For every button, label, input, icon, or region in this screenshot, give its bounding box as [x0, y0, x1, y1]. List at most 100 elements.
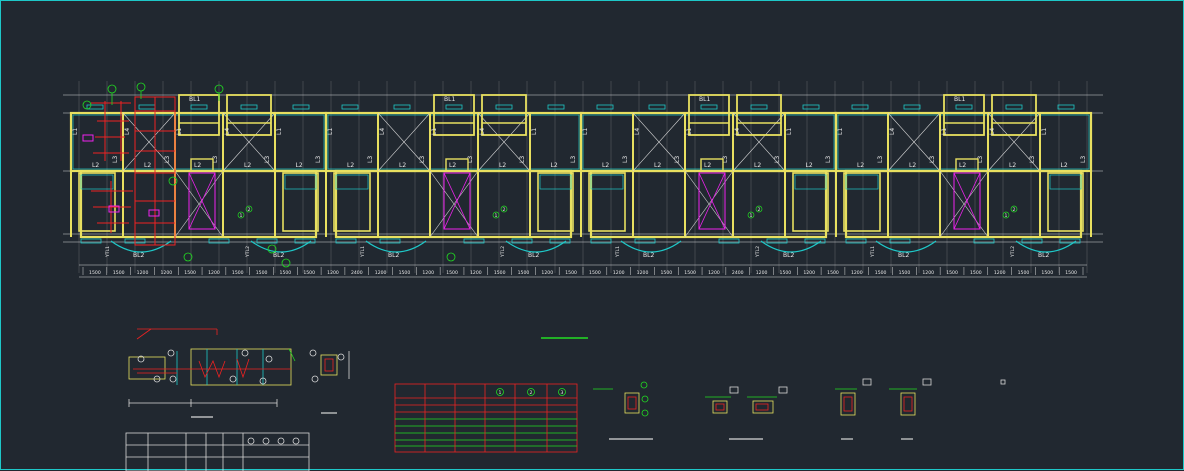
- svg-text:L3: L3: [929, 156, 936, 163]
- dimension-label: 1500: [780, 270, 792, 276]
- svg-text:L1: L1: [176, 128, 183, 135]
- svg-text:L3: L3: [519, 156, 526, 163]
- svg-text:L1: L1: [786, 128, 793, 135]
- dimension-label: 1200: [160, 270, 172, 276]
- dimension-label: 1200: [375, 270, 387, 276]
- dimension-label: 1200: [922, 270, 934, 276]
- svg-text:BL2: BL2: [388, 252, 399, 259]
- svg-text:L2: L2: [602, 162, 609, 169]
- svg-text:L1: L1: [686, 128, 693, 135]
- svg-text:BL1: BL1: [954, 96, 965, 103]
- svg-text:L3: L3: [164, 156, 171, 163]
- svg-text:YTL2: YTL2: [245, 246, 251, 258]
- small-details: [593, 378, 1006, 440]
- svg-text:BL2: BL2: [898, 252, 909, 259]
- svg-text:L2: L2: [857, 162, 864, 169]
- title-block: [125, 432, 310, 471]
- svg-text:L3: L3: [774, 156, 781, 163]
- svg-text:2: 2: [758, 207, 761, 213]
- svg-text:BL1: BL1: [444, 96, 455, 103]
- dimension-label: 1200: [327, 270, 339, 276]
- svg-text:L3: L3: [977, 156, 984, 163]
- svg-text:L1: L1: [1041, 128, 1048, 135]
- svg-text:BL2: BL2: [528, 252, 539, 259]
- dimension-label: 1500: [89, 270, 101, 276]
- svg-text:YTL2: YTL2: [755, 246, 761, 258]
- dimension-label: 1200: [756, 270, 768, 276]
- column-detail-b: [309, 349, 350, 414]
- svg-text:L4: L4: [479, 128, 486, 135]
- dimension-label: 1500: [280, 270, 292, 276]
- svg-text:L1: L1: [531, 128, 538, 135]
- svg-text:L3: L3: [825, 156, 832, 163]
- svg-text:L2: L2: [909, 162, 916, 169]
- svg-text:2: 2: [1013, 207, 1016, 213]
- svg-text:L4: L4: [224, 128, 231, 135]
- svg-text:L4: L4: [124, 128, 131, 135]
- dimension-label: 1200: [208, 270, 220, 276]
- svg-text:L3: L3: [570, 156, 577, 163]
- dimension-label: 1200: [803, 270, 815, 276]
- dimension-label: 1500: [970, 270, 982, 276]
- svg-text:L2: L2: [704, 162, 711, 169]
- svg-text:BL1: BL1: [189, 96, 200, 103]
- svg-text:2: 2: [503, 207, 506, 213]
- svg-text:L1: L1: [582, 128, 589, 135]
- svg-text:L4: L4: [734, 128, 741, 135]
- svg-text:1: 1: [240, 213, 243, 219]
- svg-text:L2: L2: [194, 162, 201, 169]
- svg-text:L3: L3: [1080, 156, 1087, 163]
- svg-text:L2: L2: [654, 162, 661, 169]
- svg-text:L3: L3: [212, 156, 219, 163]
- svg-text:BL2: BL2: [133, 252, 144, 259]
- svg-text:L1: L1: [431, 128, 438, 135]
- table-head-3: 3: [561, 390, 564, 396]
- dimension-label: 1200: [708, 270, 720, 276]
- svg-text:L3: L3: [315, 156, 322, 163]
- dimension-label: 1500: [660, 270, 672, 276]
- dimension-label: 1200: [541, 270, 553, 276]
- svg-text:L3: L3: [264, 156, 271, 163]
- svg-text:YTL2: YTL2: [500, 246, 506, 258]
- dimension-label: 1500: [494, 270, 506, 276]
- dimension-label: 1500: [518, 270, 530, 276]
- dimension-label: 1500: [827, 270, 839, 276]
- svg-text:L1: L1: [941, 128, 948, 135]
- svg-text:L1: L1: [837, 128, 844, 135]
- svg-text:1: 1: [750, 213, 753, 219]
- svg-text:BL1: BL1: [699, 96, 710, 103]
- svg-text:L3: L3: [419, 156, 426, 163]
- red-rebar-detail: [82, 96, 176, 246]
- svg-text:L2: L2: [551, 162, 558, 169]
- svg-text:BL2: BL2: [783, 252, 794, 259]
- dimension-label: 1500: [303, 270, 315, 276]
- svg-text:L3: L3: [1029, 156, 1036, 163]
- svg-text:L2: L2: [806, 162, 813, 169]
- svg-text:L2: L2: [1009, 162, 1016, 169]
- dimension-label: 1500: [1065, 270, 1077, 276]
- table-head-1: 1: [499, 390, 502, 396]
- dimension-row: 1500 1500 1200 1200 1500 1200 1500 1500 1500 1500…: [82, 267, 1084, 276]
- svg-text:1: 1: [1005, 213, 1008, 219]
- plan-markers: [82, 82, 456, 268]
- svg-text:L4: L4: [634, 128, 641, 135]
- svg-text:L2: L2: [499, 162, 506, 169]
- svg-text:L2: L2: [1061, 162, 1068, 169]
- dimension-label: 1200: [637, 270, 649, 276]
- dimension-label: 1200: [851, 270, 863, 276]
- dimension-label: 1200: [422, 270, 434, 276]
- svg-text:L3: L3: [674, 156, 681, 163]
- svg-text:L2: L2: [959, 162, 966, 169]
- svg-text:L1: L1: [327, 128, 334, 135]
- dimension-label: 1500: [113, 270, 125, 276]
- dimension-label: 1500: [256, 270, 268, 276]
- svg-text:YTL1: YTL1: [870, 246, 876, 258]
- section-detail-a: [128, 328, 296, 418]
- dimension-label: 1500: [446, 270, 458, 276]
- svg-text:2: 2: [248, 207, 251, 213]
